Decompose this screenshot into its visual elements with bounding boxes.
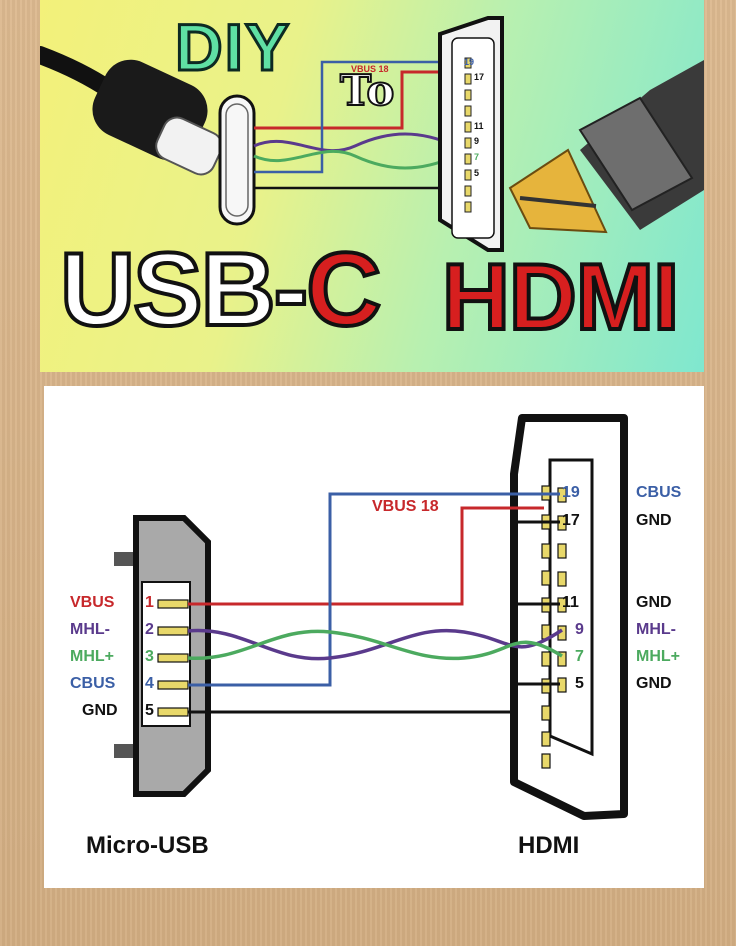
micro-usb-tab-bottom bbox=[114, 744, 136, 758]
hdmi-pin-5-number: 5 bbox=[575, 675, 584, 692]
wiring-diagram: VBUS 1 MHL- 2 MHL+ 3 CBUS 4 GND 5 VBUS 1… bbox=[44, 386, 704, 888]
banner-wire-mhl-plus bbox=[253, 150, 457, 170]
banner-title-usb-c: USB-C bbox=[58, 236, 383, 344]
banner-vbus-label: VBUS 18 bbox=[351, 64, 389, 74]
hdmi-pin-17-number: 17 bbox=[562, 512, 580, 529]
hdmi-pin-19-number: 19 bbox=[562, 484, 580, 501]
usb-c-cable bbox=[40, 46, 119, 99]
micro-usb-pin-5-number: 5 bbox=[145, 702, 154, 719]
micro-usb-pin-4-number: 4 bbox=[145, 675, 154, 692]
wire-cbus bbox=[188, 492, 560, 687]
banner-pin-5: 5 bbox=[474, 168, 480, 178]
wire-mhl-plus bbox=[187, 629, 563, 661]
micro-usb-pin-1-signal: VBUS bbox=[70, 594, 115, 611]
hdmi-pin-19-signal: CBUS bbox=[636, 484, 682, 501]
micro-usb-pin-4-signal: CBUS bbox=[70, 675, 116, 692]
banner-pin-19: 19 bbox=[464, 57, 475, 67]
hdmi-pin-11-signal: GND bbox=[636, 594, 672, 611]
micro-usb-tab-top bbox=[114, 552, 136, 566]
banner-pin-9: 9 bbox=[474, 136, 480, 146]
hdmi-pin-5-signal: GND bbox=[636, 675, 672, 692]
banner-pin-17: 17 bbox=[474, 72, 485, 82]
banner-title-c: C bbox=[304, 232, 383, 348]
hdmi-pin-9-signal: MHL- bbox=[636, 621, 676, 638]
usb-c-port bbox=[218, 94, 256, 226]
hdmi-pin-17-signal: GND bbox=[636, 512, 672, 529]
micro-usb-pin-1-number: 1 bbox=[145, 594, 154, 611]
banner-artwork bbox=[40, 16, 704, 252]
hdmi-vbus-18-label: VBUS 18 bbox=[372, 498, 439, 515]
hdmi-pin-7-number: 7 bbox=[575, 648, 584, 665]
micro-usb-pin-3-signal: MHL+ bbox=[70, 648, 114, 665]
micro-usb-pin-2-signal: MHL- bbox=[70, 621, 110, 638]
banner-title-to: To bbox=[339, 66, 395, 115]
banner-title-hdmi: HDMI bbox=[440, 244, 681, 349]
banner-title-usb-prefix: USB- bbox=[58, 232, 310, 348]
banner-pin-7: 7 bbox=[474, 152, 480, 162]
banner-pin-11: 11 bbox=[474, 121, 484, 131]
top-banner: DIY To USB-C HDMI VBUS 18 19 17 11 9 7 5 bbox=[40, 0, 704, 372]
hdmi-caption: HDMI bbox=[518, 832, 580, 859]
banner-title-diy: DIY bbox=[173, 10, 292, 84]
hdmi-pin-11-number: 11 bbox=[562, 594, 579, 611]
banner-wire-mhl-minus bbox=[253, 132, 457, 152]
wire-vbus bbox=[188, 506, 544, 606]
wire-mhl-minus bbox=[187, 628, 563, 661]
wiring-svg bbox=[114, 414, 628, 820]
banner-wire-vbus bbox=[254, 70, 456, 130]
micro-usb-pin-3-number: 3 bbox=[145, 648, 154, 665]
micro-usb-pin-2-number: 2 bbox=[145, 621, 154, 638]
hdmi-pin-7-signal: MHL+ bbox=[636, 648, 680, 665]
micro-usb-caption: Micro-USB bbox=[86, 832, 209, 859]
usb-c-plug-tip bbox=[155, 116, 223, 176]
micro-usb-pin-5-signal: GND bbox=[82, 702, 118, 719]
hdmi-pin-9-number: 9 bbox=[575, 621, 584, 638]
banner-wire-cbus bbox=[254, 60, 456, 174]
